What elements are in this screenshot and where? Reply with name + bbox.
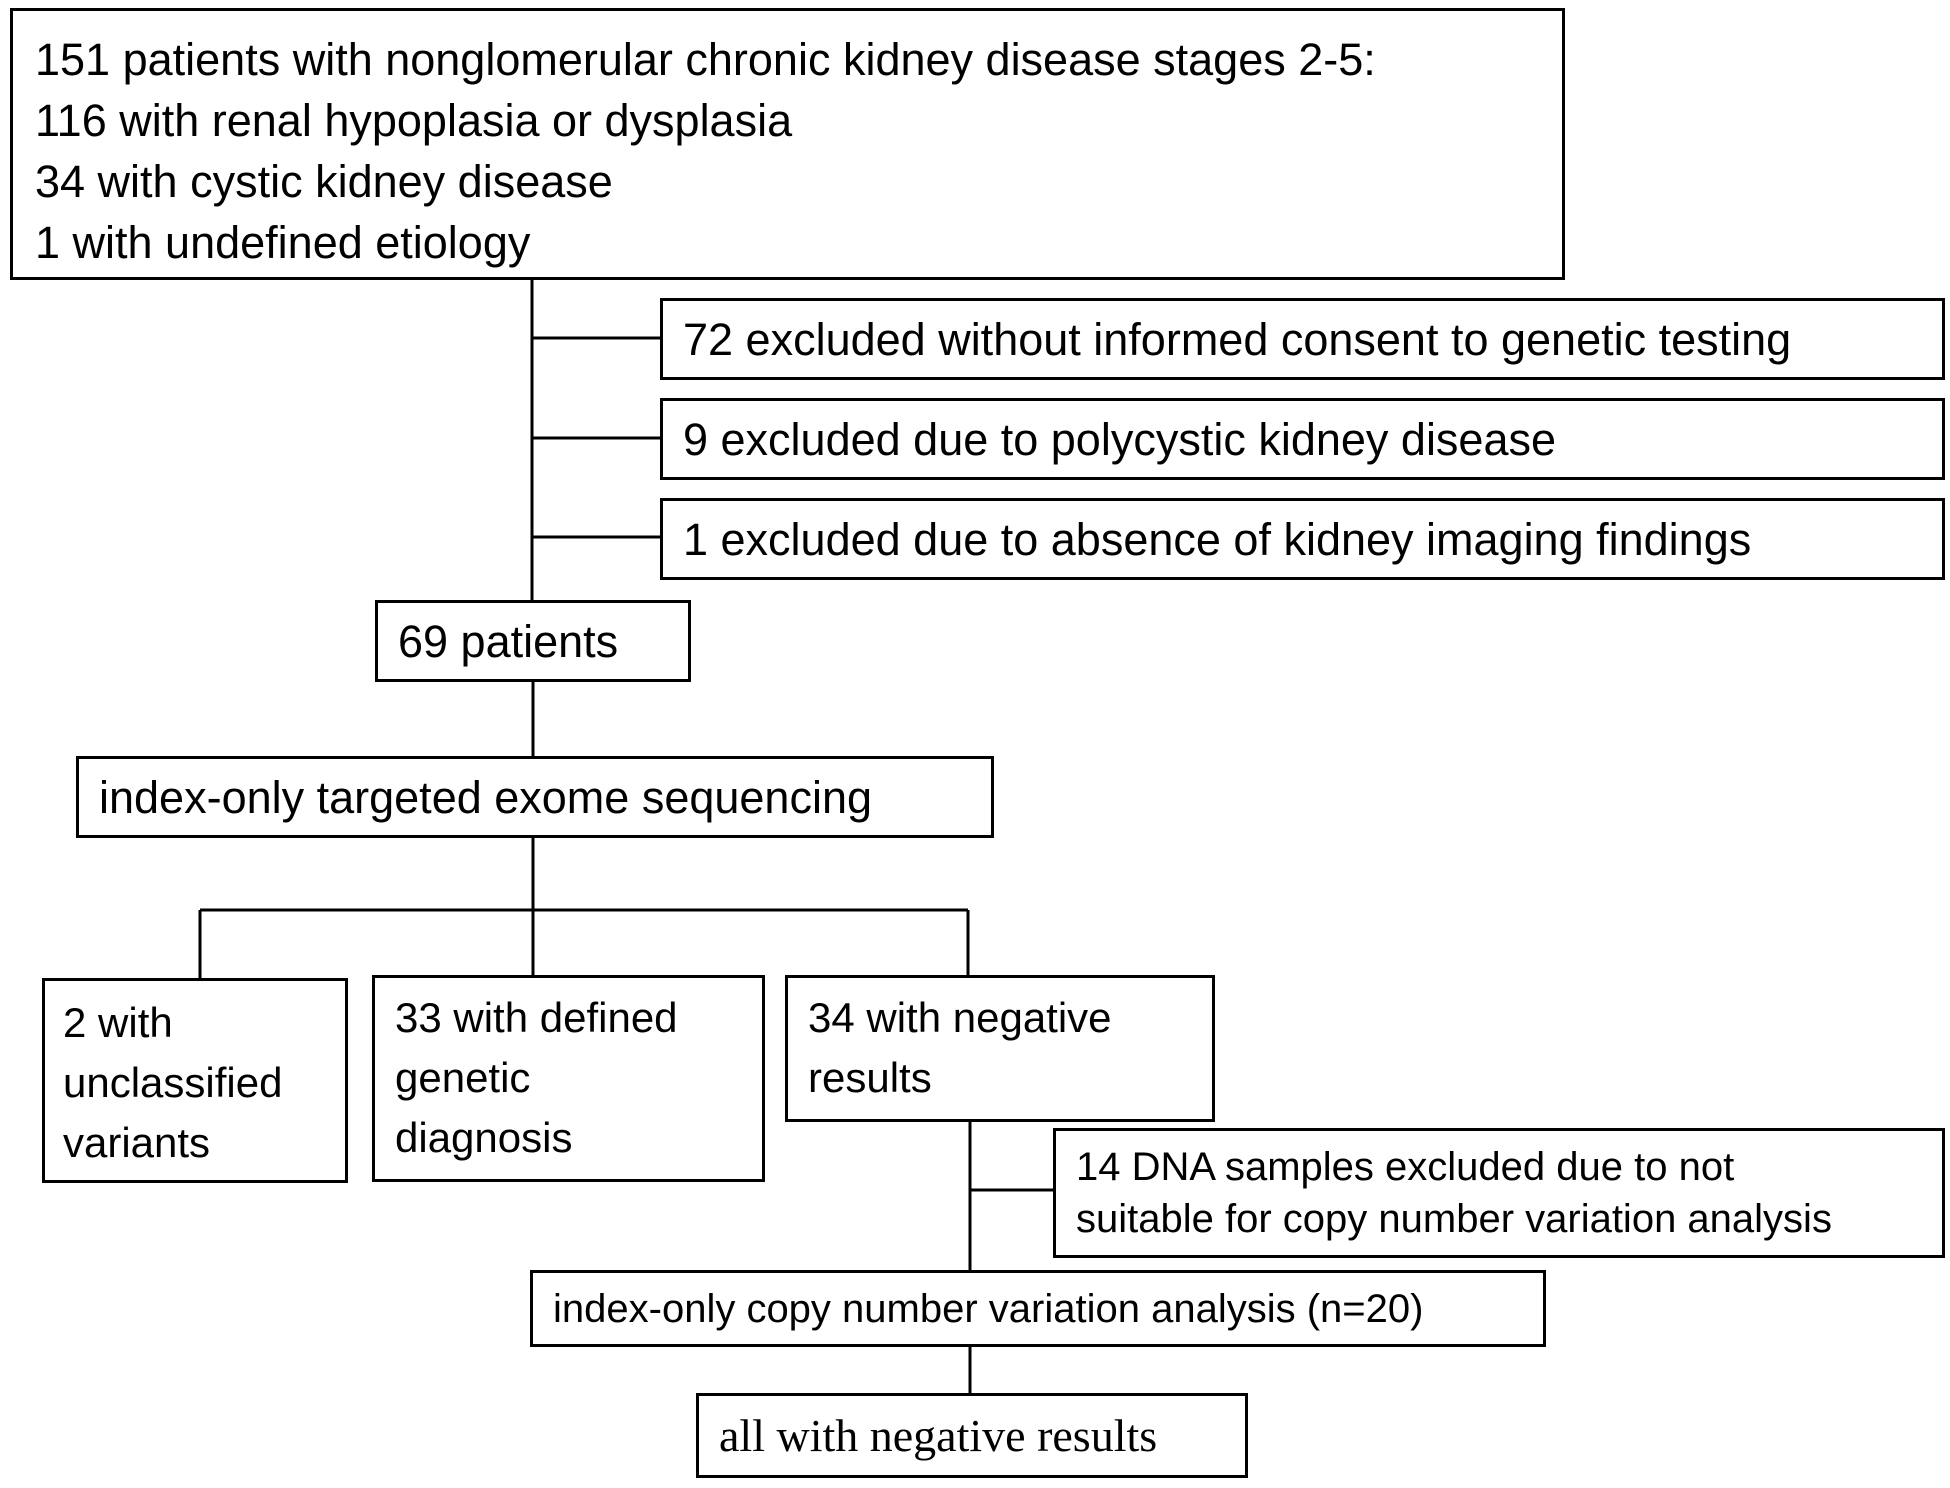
exclusion-polycystic-box: 9 excluded due to polycystic kidney dise… xyxy=(660,398,1945,480)
included-patients-box: 69 patients xyxy=(375,600,691,682)
included-patients-text: 69 patients xyxy=(398,616,619,667)
final-outcome-box: all with negative results xyxy=(696,1393,1248,1478)
cnv-exclusion-line: 14 DNA samples excluded due to not xyxy=(1076,1145,1735,1189)
unclassified-line: 2 with xyxy=(63,999,173,1046)
exclusion-polycystic-text: 9 excluded due to polycystic kidney dise… xyxy=(683,414,1557,465)
defined-diagnosis-line: genetic xyxy=(395,1054,531,1101)
negative-results-line: results xyxy=(808,1054,932,1101)
cnv-exclusion-box: 14 DNA samples excluded due to not suita… xyxy=(1053,1128,1945,1258)
exclusion-imaging-text: 1 excluded due to absence of kidney imag… xyxy=(683,514,1752,565)
exclusion-consent-text: 72 excluded without informed consent to … xyxy=(683,314,1792,365)
sequencing-text: index-only targeted exome sequencing xyxy=(99,772,872,823)
initial-cohort-box: 151 patients with nonglomerular chronic … xyxy=(10,8,1565,280)
unclassified-box: 2 with unclassified variants xyxy=(42,978,348,1183)
defined-diagnosis-box: 33 with defined genetic diagnosis xyxy=(372,975,765,1182)
unclassified-line: variants xyxy=(63,1119,211,1166)
initial-cohort-line: 34 with cystic kidney disease xyxy=(35,156,613,207)
negative-results-box: 34 with negative results xyxy=(785,975,1215,1122)
exclusion-imaging-box: 1 excluded due to absence of kidney imag… xyxy=(660,498,1945,580)
initial-cohort-line: 1 with undefined etiology xyxy=(35,217,531,268)
initial-cohort-line: 116 with renal hypoplasia or dysplasia xyxy=(35,95,793,146)
unclassified-line: unclassified xyxy=(63,1059,283,1106)
final-outcome-text: all with negative results xyxy=(719,1410,1158,1461)
cnv-analysis-box: index-only copy number variation analysi… xyxy=(530,1270,1546,1347)
cnv-exclusion-line: suitable for copy number variation analy… xyxy=(1076,1197,1832,1241)
initial-cohort-line: 151 patients with nonglomerular chronic … xyxy=(35,34,1376,85)
exclusion-consent-box: 72 excluded without informed consent to … xyxy=(660,298,1945,380)
cnv-analysis-text: index-only copy number variation analysi… xyxy=(553,1287,1424,1331)
defined-diagnosis-line: diagnosis xyxy=(395,1114,573,1161)
negative-results-line: 34 with negative xyxy=(808,994,1112,1041)
sequencing-box: index-only targeted exome sequencing xyxy=(76,756,994,838)
defined-diagnosis-line: 33 with defined xyxy=(395,994,678,1041)
